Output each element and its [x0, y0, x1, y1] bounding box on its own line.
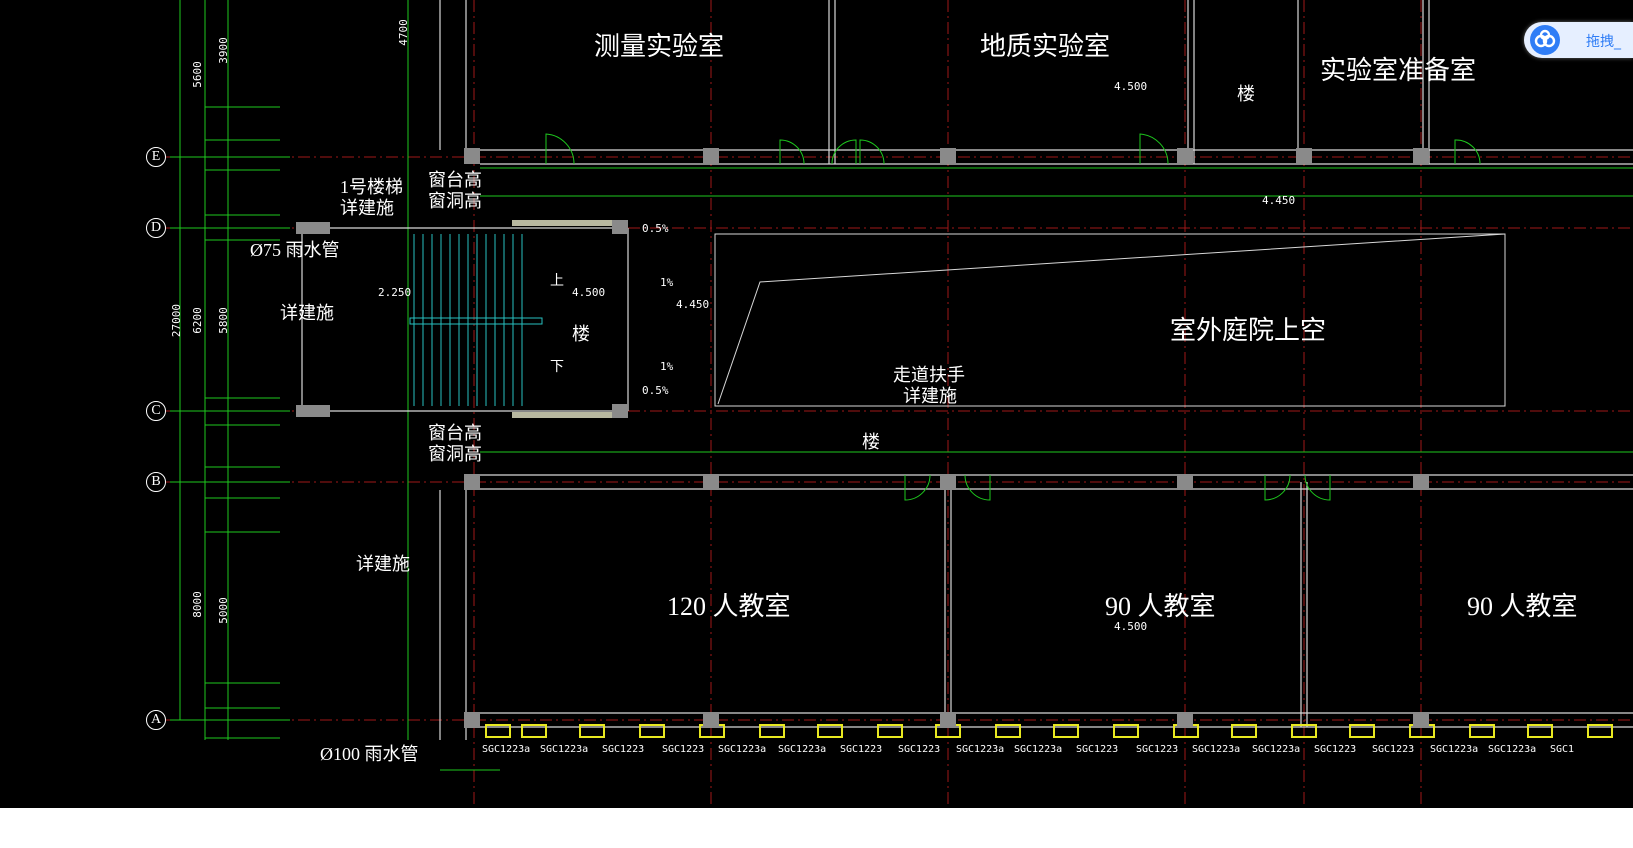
detail-ref-label: 详建施	[356, 554, 410, 574]
elevation-label: 4.500	[1114, 620, 1148, 633]
elevation-label: 2.250	[378, 286, 412, 299]
column-marker	[464, 474, 480, 490]
sash-label: SGC1223a	[1488, 744, 1537, 755]
dimension-label: 8000	[190, 591, 204, 618]
slope-label: 0.5%	[642, 222, 669, 235]
floor-plan-linework	[166, 0, 1633, 808]
cad-drawing-canvas[interactable]: E D C B A 测量实验室 地质实验室 实验室准备室 室外庭院上空 120 …	[0, 0, 1633, 808]
stair-up-label: 上	[550, 273, 564, 289]
stair-down-label: 下	[550, 359, 564, 375]
slope-label: 1%	[660, 276, 674, 289]
axis-bubble-e: E	[146, 147, 166, 167]
detail-ref-label: 详建施	[280, 303, 334, 323]
axis-bubble-a: A	[146, 710, 166, 730]
room-label-classroom-90b: 90 人教室	[1467, 592, 1578, 621]
room-label-classroom-120: 120 人教室	[667, 592, 791, 621]
drag-upload-badge[interactable]: 拖拽_	[1524, 22, 1633, 58]
floor-mark: 楼	[1237, 84, 1255, 104]
sash-label: SGC1223a	[956, 744, 1005, 755]
sash-label: SGC1223a	[1014, 744, 1063, 755]
dimension-label: 5600	[190, 61, 204, 88]
sash-label: SGC1223	[1076, 744, 1119, 755]
sash-label: SGC1223	[1372, 744, 1415, 755]
column-marker	[703, 474, 719, 490]
rain-pipe-100-label: Ø100 雨水管	[320, 744, 419, 764]
elevation-label: 4.450	[1262, 194, 1296, 207]
floor-mark: 楼	[862, 432, 880, 452]
slope-label: 0.5%	[642, 384, 669, 397]
column-marker	[1177, 712, 1193, 728]
column-marker	[1413, 148, 1429, 164]
corridor-rail-label: 走道扶手	[893, 365, 965, 385]
room-label-courtyard: 室外庭院上空	[1170, 316, 1327, 345]
dimension-label: 6200	[190, 307, 204, 334]
column-marker	[940, 474, 956, 490]
sash-label: SGC1223a	[778, 744, 827, 755]
drag-badge-label: 拖拽_	[1586, 34, 1621, 50]
window-head-label: 窗洞高	[428, 191, 482, 211]
sash-label: SGC1223a	[1252, 744, 1301, 755]
column-marker	[940, 712, 956, 728]
axis-bubble-b: B	[146, 472, 166, 492]
dimension-label: 3900	[216, 37, 230, 64]
sash-label: SGC1	[1550, 744, 1575, 755]
sash-label: SGC1223	[602, 744, 645, 755]
room-label-classroom-90a: 90 人教室	[1105, 592, 1216, 621]
elevation-label: 4.450	[676, 298, 710, 311]
column-marker	[703, 148, 719, 164]
room-label-geology-lab: 地质实验室	[980, 32, 1111, 61]
column-marker	[1177, 474, 1193, 490]
sash-label: SGC1223	[1314, 744, 1357, 755]
column-marker	[703, 712, 719, 728]
window-sill-label: 窗台高	[428, 170, 482, 190]
slope-label: 1%	[660, 360, 674, 373]
elevation-label: 4.500	[1114, 80, 1148, 93]
column-marker	[464, 148, 480, 164]
dimension-label: 4700	[396, 19, 410, 46]
room-label-lab-prep: 实验室准备室	[1320, 56, 1477, 85]
window-sill-label: 窗台高	[428, 423, 482, 443]
sash-label: SGC1223a	[1192, 744, 1241, 755]
rain-pipe-75-label: Ø75 雨水管	[250, 240, 340, 260]
sash-label: SGC1223a	[1430, 744, 1479, 755]
detail-ref-label: 详建施	[340, 198, 394, 218]
sash-label: SGC1223	[662, 744, 705, 755]
cloud-icon	[1530, 25, 1560, 55]
dimension-label: 27000	[170, 303, 184, 338]
window-head-label: 窗洞高	[428, 444, 482, 464]
column-marker	[464, 712, 480, 728]
column-marker	[1413, 474, 1429, 490]
sash-label: SGC1223	[1136, 744, 1179, 755]
column-marker	[1413, 712, 1429, 728]
dimension-label: 5000	[216, 597, 230, 624]
stair-1-label: 1号楼梯	[340, 177, 403, 197]
column-marker	[1296, 148, 1312, 164]
room-label-survey-lab: 测量实验室	[594, 32, 725, 61]
sash-label: SGC1223	[840, 744, 883, 755]
axis-bubble-d: D	[146, 218, 166, 238]
sash-label: SGC1223a	[482, 744, 531, 755]
elevation-label: 4.500	[572, 286, 606, 299]
sash-label: SGC1223a	[540, 744, 589, 755]
floor-mark: 楼	[572, 324, 590, 344]
detail-ref-label: 详建施	[903, 386, 957, 406]
column-marker	[940, 148, 956, 164]
sash-label: SGC1223a	[718, 744, 767, 755]
column-marker	[1177, 148, 1193, 164]
dimension-label: 5800	[216, 307, 230, 334]
sash-label: SGC1223	[898, 744, 941, 755]
axis-bubble-c: C	[146, 401, 166, 421]
